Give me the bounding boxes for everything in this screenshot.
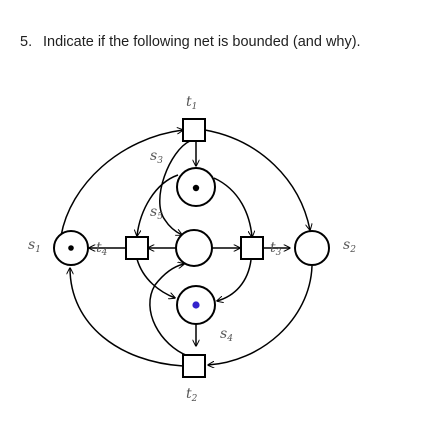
label-t3: t3 <box>270 240 282 258</box>
label-t1: t1 <box>186 94 197 112</box>
place-s2 <box>294 230 330 266</box>
arc-s3-t3 <box>213 177 252 237</box>
arc-s1-t1 <box>60 130 183 237</box>
arc-s2-t2 <box>208 265 313 365</box>
token-s3 <box>192 184 200 192</box>
arc-t2-s5 <box>149 264 189 357</box>
arc-t3-s4 <box>217 259 252 301</box>
token-s1 <box>68 245 74 251</box>
label-s2: s2 <box>343 237 356 255</box>
transition-t4 <box>125 236 149 260</box>
arc-t4-s4 <box>136 258 175 298</box>
label-s1: s1 <box>28 237 41 255</box>
arc-t2-s1 <box>70 268 184 367</box>
label-t4: t4 <box>96 240 108 258</box>
label-t2: t2 <box>186 386 198 404</box>
transition-t3 <box>240 236 264 260</box>
arc-t1-s5 <box>159 140 191 235</box>
transition-t2 <box>182 354 206 378</box>
place-s5 <box>175 229 213 267</box>
label-s5: s5 <box>150 204 163 222</box>
label-s3: s3 <box>150 148 163 166</box>
arc-t1-s2 <box>204 129 310 230</box>
arc-s3-t4 <box>137 174 179 236</box>
transition-t1 <box>182 118 206 142</box>
token-s4 <box>192 301 200 309</box>
question-number: 5. <box>20 34 33 50</box>
question: 5. Indicate if the following net is bound… <box>20 34 361 50</box>
question-text: Indicate if the following net is bounded… <box>43 34 361 50</box>
label-s4: s4 <box>220 326 233 344</box>
